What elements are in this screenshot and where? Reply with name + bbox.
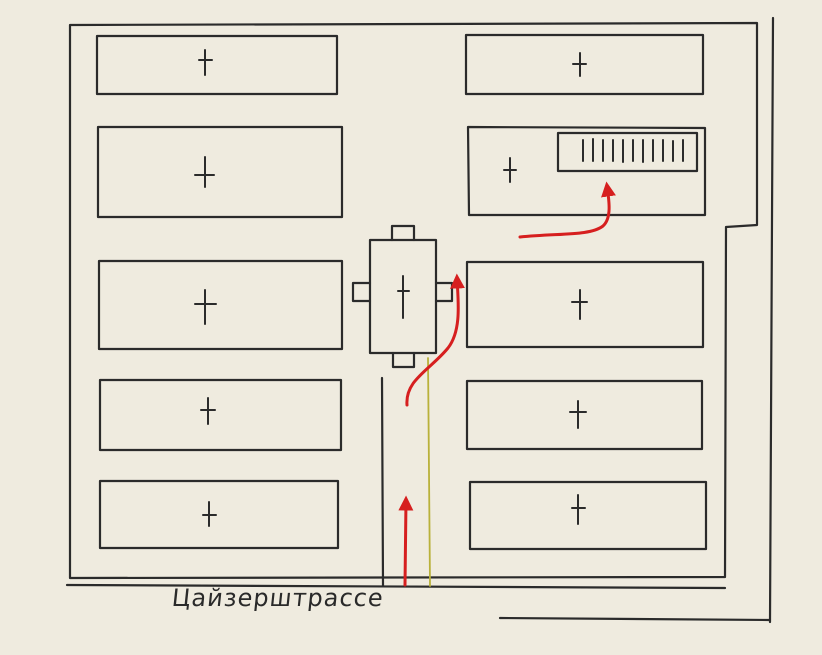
street-edge-lower bbox=[498, 616, 772, 622]
entrance-path-right-edge bbox=[427, 357, 431, 587]
plot-left-2 bbox=[96, 125, 344, 219]
plot-left-1 bbox=[95, 34, 339, 96]
route-arrow-chapel bbox=[405, 273, 465, 407]
entrance-path-left-edge bbox=[380, 376, 385, 588]
cross-icon bbox=[569, 400, 587, 429]
cross-icon bbox=[397, 275, 410, 319]
route-arrow-stairs bbox=[518, 181, 616, 239]
cross-icon bbox=[194, 289, 217, 325]
stairs-block bbox=[556, 131, 699, 173]
plot-left-3 bbox=[97, 259, 344, 351]
street-edge-upper bbox=[65, 583, 727, 590]
plot-left-5 bbox=[98, 479, 340, 550]
cross-icon bbox=[202, 501, 217, 527]
cemetery-boundary bbox=[68, 21, 759, 580]
cross-icon bbox=[198, 49, 213, 76]
cross-icon bbox=[571, 494, 586, 525]
plot-right-5 bbox=[468, 480, 708, 551]
cross-icon bbox=[200, 397, 216, 425]
cross-icon bbox=[194, 156, 215, 188]
plot-right-2 bbox=[466, 125, 707, 217]
plot-right-3 bbox=[465, 260, 705, 349]
plot-left-4 bbox=[98, 378, 343, 452]
chapel-icon bbox=[351, 224, 454, 369]
cross-icon bbox=[572, 52, 587, 77]
plot-right-1 bbox=[464, 33, 705, 96]
plot-right-4 bbox=[465, 379, 704, 451]
cross-icon bbox=[571, 289, 588, 320]
route-arrow-entrance bbox=[398, 495, 414, 587]
street-name-label: Цайзерштрассе bbox=[170, 584, 386, 612]
cross-icon bbox=[503, 157, 517, 183]
street-edge-right bbox=[768, 16, 775, 624]
stairs-icon bbox=[582, 138, 684, 163]
